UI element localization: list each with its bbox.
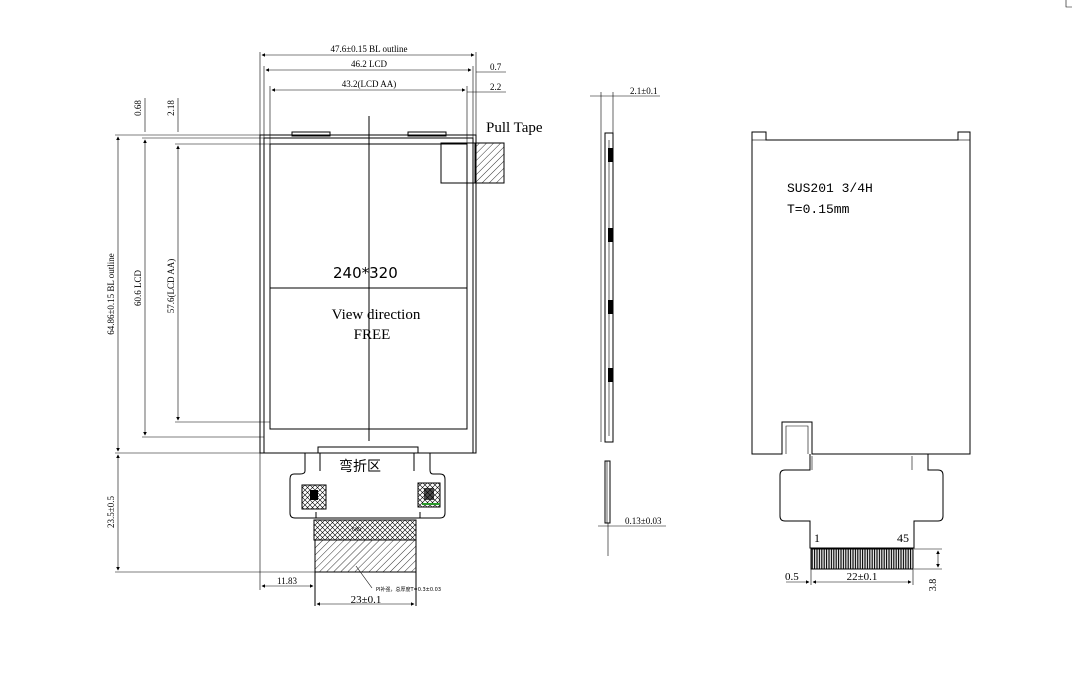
fpc-tiny-label: GND	[352, 527, 361, 532]
dim-pin-span: 22±0.1	[847, 571, 878, 583]
resolution-label: 240*320	[333, 264, 398, 282]
back-notch-inner	[785, 425, 809, 454]
fpc-tail-hatched	[314, 539, 417, 573]
pull-tape-inner	[440, 142, 476, 184]
side-view: 2.1±0.1 0.13±0.03	[590, 86, 666, 556]
top-tab-right	[407, 131, 447, 137]
back-fpc-outline	[779, 454, 944, 549]
fpc-component-left-core	[310, 490, 318, 500]
lcd-bottom-lip	[317, 446, 419, 454]
dim-right-07: 0.7	[490, 62, 502, 72]
back-pin-last: 45	[897, 531, 909, 545]
side-tab-2	[608, 228, 613, 242]
back-gold-fingers	[810, 548, 914, 570]
side-fpc	[604, 460, 611, 524]
stiffener-note: PI补强，总厚度T=0.3±0.03	[376, 586, 441, 593]
dim-finger-len: 3.8	[928, 579, 939, 592]
dim-top-068: 0.68	[133, 100, 143, 116]
dim-aa-width: 43.2(LCD AA)	[342, 79, 397, 89]
front-view: 240*320 View direction FREE Pull Tape 弯折…	[106, 44, 543, 606]
dim-aa-height: 57.6(LCD AA)	[166, 259, 176, 314]
side-tab-4	[608, 368, 613, 382]
dim-top-218: 2.18	[166, 100, 176, 116]
dim-lcd-height: 60.6 LCD	[133, 269, 143, 306]
top-tab-left	[291, 131, 331, 137]
dim-fpc-height: 23.5±0.5	[106, 496, 116, 528]
fpc-outline	[289, 453, 446, 519]
pull-tape	[475, 142, 505, 184]
stiffener-leader	[355, 565, 373, 589]
view-direction-value: FREE	[354, 327, 391, 343]
dim-fpc-thickness: 0.13±0.03	[625, 516, 662, 526]
dim-thickness: 2.1±0.1	[630, 86, 657, 96]
dim-bl-width: 47.6±0.15 BL outline	[330, 44, 407, 54]
dim-fpc-width: 23±0.1	[351, 594, 382, 606]
back-view: SUS201 3/4H T=0.15mm 1 45 0.5 22±0.1 3.8	[751, 131, 971, 592]
back-pin-first: 1	[814, 531, 820, 545]
bend-zone-label: 弯折区	[339, 458, 381, 475]
side-tab-1	[608, 148, 613, 162]
side-body	[604, 132, 614, 443]
dim-right-22: 2.2	[490, 82, 501, 92]
fpc-component-right-core	[424, 488, 434, 500]
pull-tape-label: Pull Tape	[486, 120, 543, 136]
view-direction-label: View direction	[332, 307, 421, 323]
back-material: SUS201 3/4H	[787, 181, 873, 196]
side-tab-3	[608, 300, 613, 314]
dim-bl-height: 64.86±0.15 BL outline	[106, 253, 116, 335]
dim-lcd-width: 46.2 LCD	[351, 59, 388, 69]
back-thickness: T=0.15mm	[787, 202, 850, 217]
dim-fpc-offset: 11.83	[277, 576, 297, 586]
corner-mark	[1065, 0, 1072, 8]
fpc-stiffener-band	[313, 519, 417, 541]
dim-pitch-offset: 0.5	[785, 571, 799, 583]
